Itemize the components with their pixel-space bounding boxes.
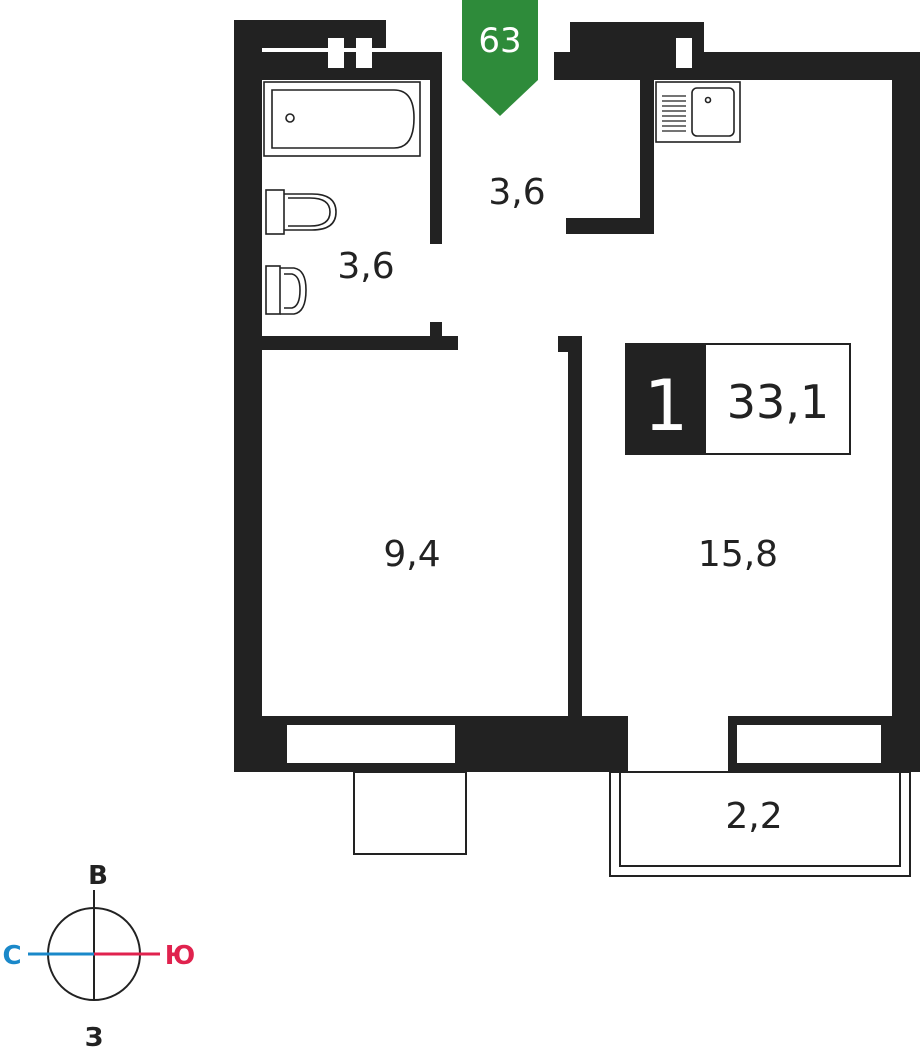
- wall-partition: [568, 348, 582, 718]
- vent-3: [676, 38, 692, 68]
- window-living: [735, 723, 883, 765]
- wall-partition-top: [558, 336, 582, 352]
- wall-left: [234, 20, 262, 772]
- balcony: [609, 771, 911, 877]
- wall-bath-bottom: [262, 336, 458, 350]
- area-bedroom: 9,4: [383, 534, 440, 575]
- compass-south: Ю: [165, 941, 196, 971]
- area-hall: 3,6: [488, 172, 545, 213]
- windows: [285, 723, 883, 765]
- wall-kitchen-left: [640, 80, 654, 234]
- bathtub: [263, 81, 421, 157]
- balcony-outer: [609, 771, 911, 877]
- vents: [328, 38, 692, 68]
- total-area: 33,1: [727, 375, 829, 429]
- wall-bath-right-stub: [430, 322, 442, 338]
- kitchen-sink: [655, 81, 741, 143]
- wall-kitchen-bottom: [566, 218, 654, 234]
- compass-north: С: [2, 941, 21, 971]
- rooms-count: 1: [644, 365, 689, 447]
- vent-2: [356, 38, 372, 68]
- wall-top-right-b: [554, 52, 920, 80]
- area-living: 15,8: [698, 534, 778, 575]
- area-balcony: 2,2: [725, 796, 782, 837]
- apartment-number: 63: [478, 21, 521, 61]
- wall-right: [892, 52, 920, 772]
- compass-east: В: [88, 861, 108, 891]
- wall-bath-right: [430, 52, 442, 244]
- compass-west: З: [85, 1023, 103, 1053]
- info-box: 1 33,1: [625, 343, 851, 455]
- area-bathroom: 3,6: [337, 246, 394, 287]
- vent-1: [328, 38, 344, 68]
- compass: В З С Ю: [2, 861, 195, 1053]
- balcony-inner: [619, 772, 901, 867]
- apartment-number-marker: 63: [462, 0, 538, 116]
- rooms-count-box: [626, 344, 706, 454]
- window-bedroom: [285, 723, 457, 765]
- sink: [265, 265, 307, 315]
- bay-window-box: [353, 771, 467, 855]
- toilet: [265, 189, 337, 235]
